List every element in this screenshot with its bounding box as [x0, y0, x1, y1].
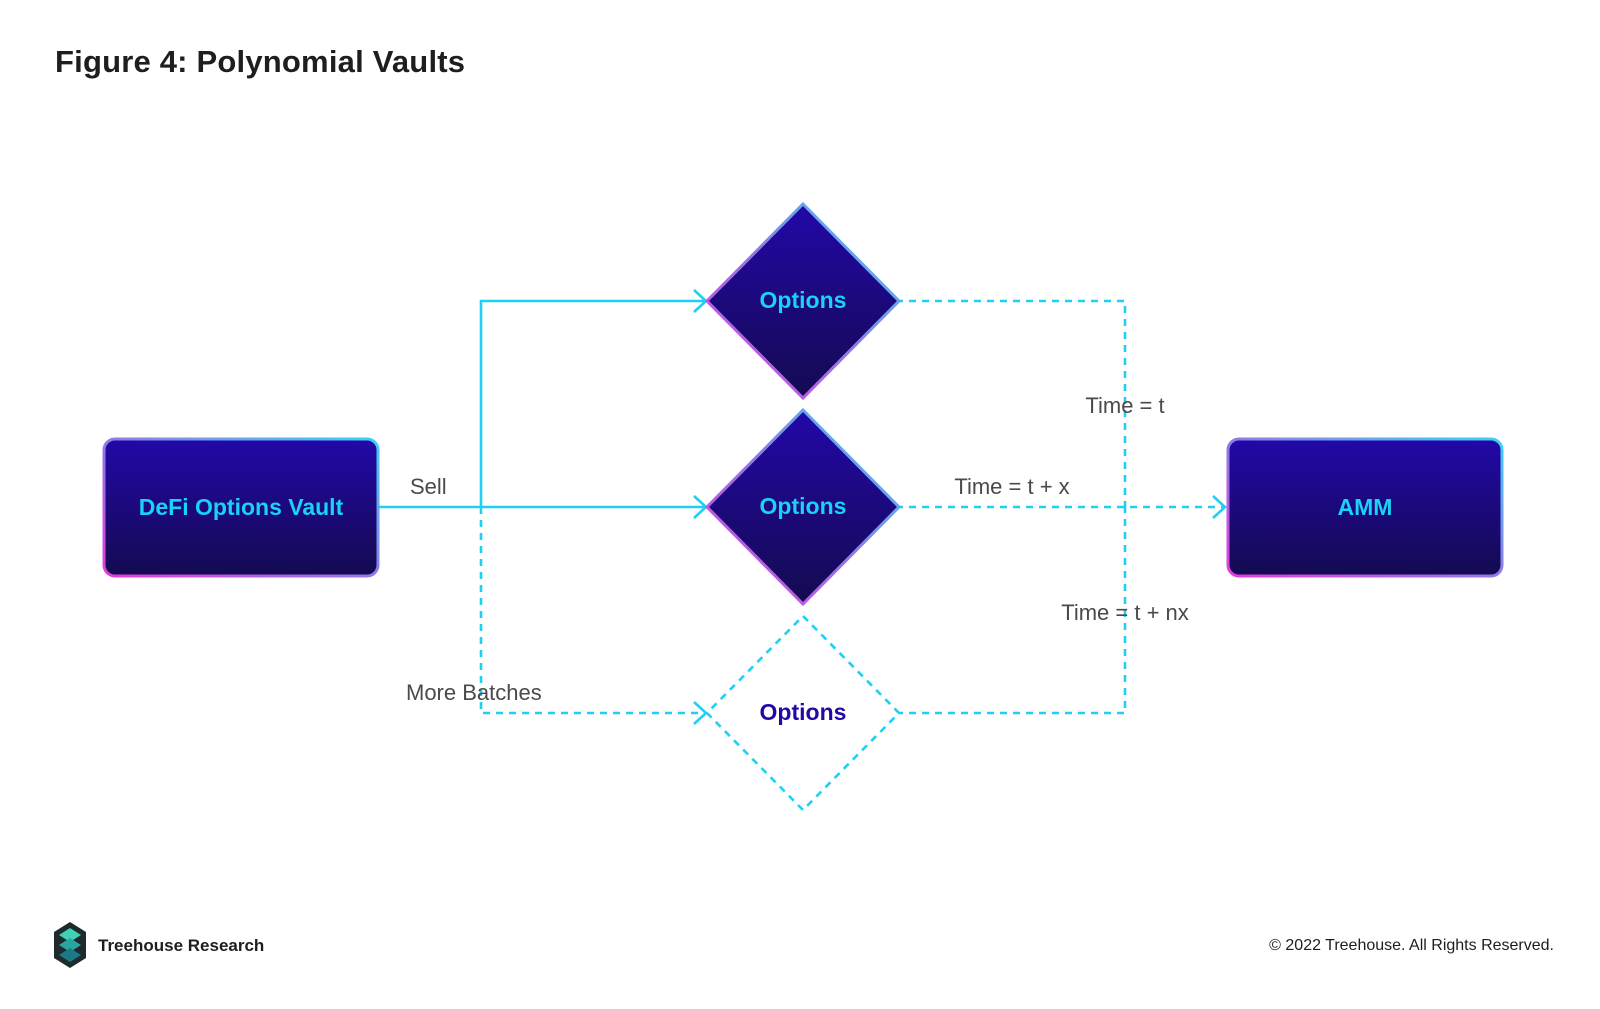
options-top-label: Options — [760, 287, 847, 313]
more-batches-label: More Batches — [406, 680, 542, 705]
options-middle-label: Options — [760, 493, 847, 519]
amm-node: AMM — [1226, 437, 1504, 578]
options-middle-node: Options — [704, 407, 902, 607]
time-t-label: Time = t — [1085, 393, 1164, 418]
edge-options-bottom-to-amm — [896, 507, 1127, 715]
amm-label: AMM — [1338, 494, 1393, 520]
sell-label: Sell — [410, 474, 447, 499]
options-top-node: Options — [704, 201, 902, 401]
options-bottom-label: Options — [760, 699, 847, 725]
time-t-x-label: Time = t + x — [954, 474, 1069, 499]
footer-copyright: © 2022 Treehouse. All Rights Reserved. — [1269, 937, 1554, 954]
edge-vault-to-options-top — [479, 299, 705, 507]
vault-node: DeFi Options Vault — [102, 437, 380, 578]
options-bottom-node: Options — [705, 614, 901, 812]
footer-brand: Treehouse Research — [98, 936, 265, 955]
edge-more-batches — [479, 507, 705, 715]
treehouse-logo-icon — [54, 922, 86, 968]
vault-label: DeFi Options Vault — [139, 494, 344, 520]
edge-options-top-to-amm — [896, 299, 1127, 507]
page-title: Figure 4: Polynomial Vaults — [55, 44, 466, 79]
arrowhead-amm — [1212, 495, 1227, 519]
time-t-nx-label: Time = t + nx — [1061, 600, 1189, 625]
